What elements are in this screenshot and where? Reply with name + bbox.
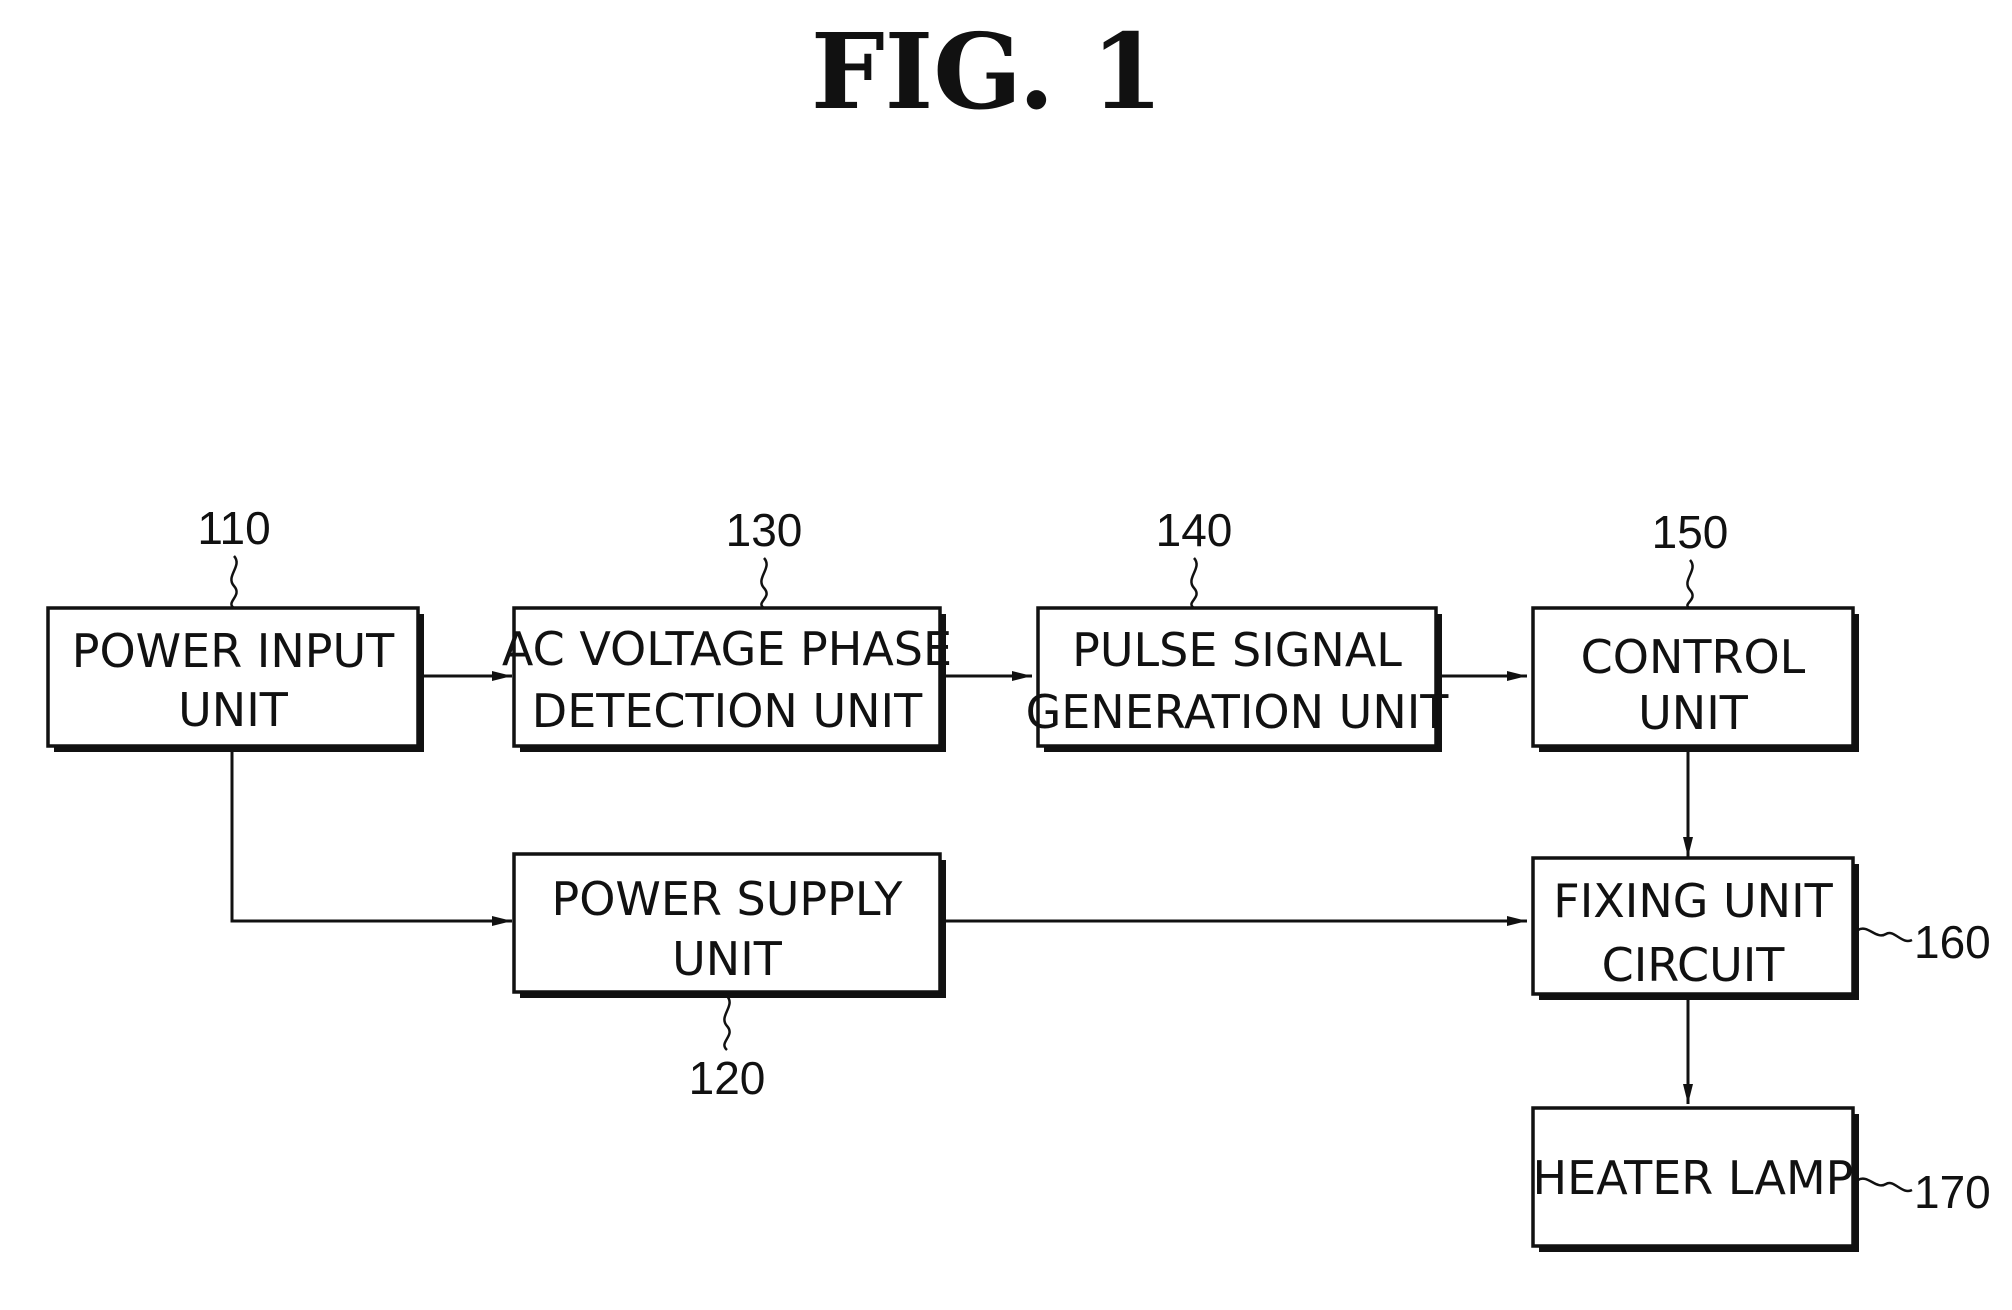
- heater-lamp-block: HEATER LAMP: [1533, 1108, 1859, 1252]
- ref-numeral-130: 130: [726, 504, 803, 556]
- power-supply-label-line2: UNIT: [672, 932, 783, 986]
- power-supply-unit-block: POWER SUPPLY UNIT: [514, 854, 946, 998]
- leader-170: [1858, 1179, 1912, 1191]
- pulse-signal-generation-block: PULSE SIGNAL GENERATION UNIT: [1026, 608, 1450, 752]
- leader-140: [1191, 558, 1196, 608]
- power-supply-label-line1: POWER SUPPLY: [551, 872, 903, 926]
- fixing-unit-circuit-block: FIXING UNIT CIRCUIT: [1533, 858, 1859, 1000]
- ac-phase-label-line2: DETECTION UNIT: [532, 684, 923, 738]
- power-input-unit-block: POWER INPUT UNIT: [48, 608, 424, 752]
- arrow-power-input-to-power-supply: [232, 750, 512, 921]
- control-label-line1: CONTROL: [1581, 630, 1806, 684]
- ref-numeral-110: 110: [197, 502, 270, 554]
- leader-110: [231, 556, 236, 608]
- heater-label: HEATER LAMP: [1533, 1151, 1854, 1205]
- power-input-label-line2: UNIT: [178, 683, 289, 737]
- ref-numeral-160: 160: [1914, 916, 1991, 968]
- ac-voltage-phase-detection-block: AC VOLTAGE PHASE DETECTION UNIT: [502, 608, 952, 752]
- pulse-gen-label-line1: PULSE SIGNAL: [1072, 623, 1402, 677]
- leader-160: [1858, 929, 1912, 941]
- figure-title: FIG. 1: [811, 10, 1163, 133]
- ref-numeral-170: 170: [1914, 1166, 1991, 1218]
- leader-150: [1687, 560, 1692, 608]
- ref-numeral-120: 120: [689, 1052, 766, 1104]
- pulse-gen-label-line2: GENERATION UNIT: [1026, 685, 1450, 739]
- ref-numeral-140: 140: [1156, 504, 1233, 556]
- fixing-label-line1: FIXING UNIT: [1553, 874, 1833, 928]
- fixing-label-line2: CIRCUIT: [1602, 938, 1786, 992]
- leader-130: [761, 558, 766, 608]
- ref-numeral-150: 150: [1652, 506, 1729, 558]
- control-label-line2: UNIT: [1638, 686, 1749, 740]
- connections: [232, 676, 1688, 1104]
- leader-120: [724, 996, 729, 1050]
- power-input-label-line1: POWER INPUT: [72, 624, 395, 678]
- control-unit-block: CONTROL UNIT: [1533, 608, 1859, 752]
- ac-phase-label-line1: AC VOLTAGE PHASE: [502, 622, 952, 676]
